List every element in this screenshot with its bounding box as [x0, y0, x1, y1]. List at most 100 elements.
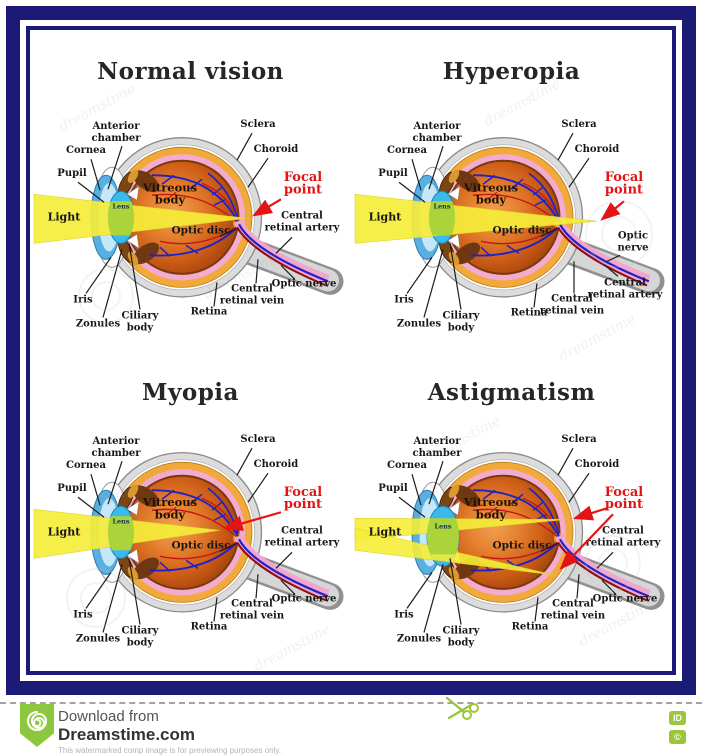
- retinal-vessel: [506, 244, 520, 254]
- label-central-retinal-artery: Central: [604, 277, 646, 288]
- leader-sclera: [557, 132, 574, 161]
- retinal-vessel: [522, 182, 556, 212]
- focal-point-arrow: [572, 505, 608, 520]
- download-from-text: Download from: [58, 708, 159, 725]
- label-focal-point: Focal: [605, 170, 643, 185]
- label-sclera: Sclera: [561, 434, 597, 445]
- leader-retina: [213, 596, 218, 621]
- panel-title: Hyperopia: [442, 58, 581, 85]
- label-central-retinal-vein: Central: [231, 283, 273, 294]
- retinal-vessel: [159, 541, 237, 559]
- leader-pupil: [398, 496, 426, 518]
- label-anterior-chamber: chamber: [412, 448, 462, 459]
- label-optic-disc: Optic disc: [172, 224, 231, 236]
- retinal-vessel: [557, 541, 648, 601]
- zonules: [126, 233, 140, 249]
- label-focal-point: point: [284, 497, 322, 512]
- label-central-retinal-artery: retinal artery: [265, 222, 341, 233]
- label-ciliary-body: body: [448, 322, 476, 333]
- retinal-vessel: [238, 223, 329, 283]
- retinal-vessel: [534, 198, 548, 206]
- label-ciliary-body: body: [127, 322, 155, 333]
- retinal-vessel: [528, 172, 560, 220]
- label-zonules: Zonules: [397, 633, 442, 644]
- footer-text-block: Download from Dreamstime.com This waterm…: [58, 708, 281, 755]
- panel-title: Myopia: [142, 378, 239, 406]
- leader-zonules: [102, 249, 123, 318]
- retinal-vessel: [189, 493, 203, 505]
- zonules: [126, 500, 140, 516]
- label-pupil: Pupil: [57, 483, 87, 494]
- label-vitreous-body: body: [155, 507, 186, 521]
- label-iris: Iris: [73, 609, 93, 620]
- retinal-vessel: [510, 493, 524, 505]
- label-iris: Iris: [394, 294, 414, 305]
- zonules: [447, 185, 461, 201]
- label-retina: Retina: [191, 306, 228, 317]
- leader-ciliary-body: [128, 557, 141, 625]
- retinal-vessel: [482, 489, 496, 500]
- label-optic-disc: Optic disc: [172, 539, 231, 551]
- label-central-retinal-artery: retinal artery: [265, 537, 341, 548]
- ciliary-body: [127, 169, 139, 183]
- label-lens: Lens: [112, 517, 129, 525]
- label-focal-point: Focal: [284, 170, 322, 185]
- panel-title: Normal vision: [97, 58, 284, 85]
- leader-optic-nerve: [280, 264, 296, 280]
- outer-frame: [6, 6, 696, 695]
- label-pupil: Pupil: [378, 483, 408, 494]
- label-choroid: Choroid: [254, 144, 299, 155]
- retinal-vessel: [559, 538, 650, 597]
- leader-sclera: [236, 132, 253, 161]
- leader-sclera: [557, 447, 574, 475]
- focal-point-arrow: [559, 512, 614, 570]
- label-light: Light: [369, 525, 403, 538]
- leader-choroid: [568, 472, 590, 503]
- leader-cornea: [411, 473, 422, 505]
- zonules: [126, 548, 140, 564]
- label-central-retinal-vein: Central: [551, 293, 593, 304]
- leader-pupil: [77, 496, 105, 518]
- retinal-vessel: [528, 487, 560, 535]
- leader-ciliary-body: [128, 243, 141, 310]
- dreamstime-badge: [20, 704, 54, 747]
- label-cornea: Cornea: [66, 460, 106, 471]
- copyright-badge: ©: [669, 730, 686, 744]
- retinal-vessel: [510, 178, 524, 190]
- brand-name: Dreamstime.com: [58, 725, 196, 745]
- label-sclera: Sclera: [240, 119, 276, 130]
- leader-cornea: [90, 159, 101, 191]
- label-light: Light: [48, 210, 82, 223]
- label-ciliary-body: Ciliary: [122, 310, 160, 321]
- leader-central-retinal-artery: [603, 263, 619, 277]
- label-anterior-chamber: Anterior: [413, 436, 462, 447]
- zonules: [126, 185, 140, 201]
- retinal-vessel: [161, 489, 175, 500]
- focal-point-arrow: [252, 198, 282, 217]
- retinal-vessel: [165, 191, 177, 201]
- retinal-vessel: [486, 191, 498, 201]
- leader-choroid: [247, 157, 269, 188]
- retinal-vessel: [486, 506, 498, 516]
- label-central-retinal-artery: retinal artery: [586, 537, 662, 548]
- retinal-vessel: [472, 508, 558, 537]
- label-iris: Iris: [73, 294, 93, 305]
- leader-optic-nerve: [601, 579, 617, 595]
- light-beam: [354, 193, 598, 244]
- label-anterior-chamber: chamber: [91, 133, 141, 144]
- leader-ciliary-body: [449, 557, 462, 625]
- label-lens: Lens: [433, 202, 450, 210]
- id-badge: ID: [669, 711, 686, 725]
- label-lens: Lens: [434, 522, 451, 530]
- label-central-retinal-artery: Central: [281, 525, 323, 536]
- label-iris: Iris: [394, 609, 414, 620]
- label-central-retinal-vein: Central: [552, 598, 594, 609]
- leader-optic-disc: [219, 227, 238, 237]
- leader-retina: [533, 283, 538, 308]
- label-sclera: Sclera: [240, 434, 276, 445]
- label-focal-point: Focal: [284, 485, 322, 500]
